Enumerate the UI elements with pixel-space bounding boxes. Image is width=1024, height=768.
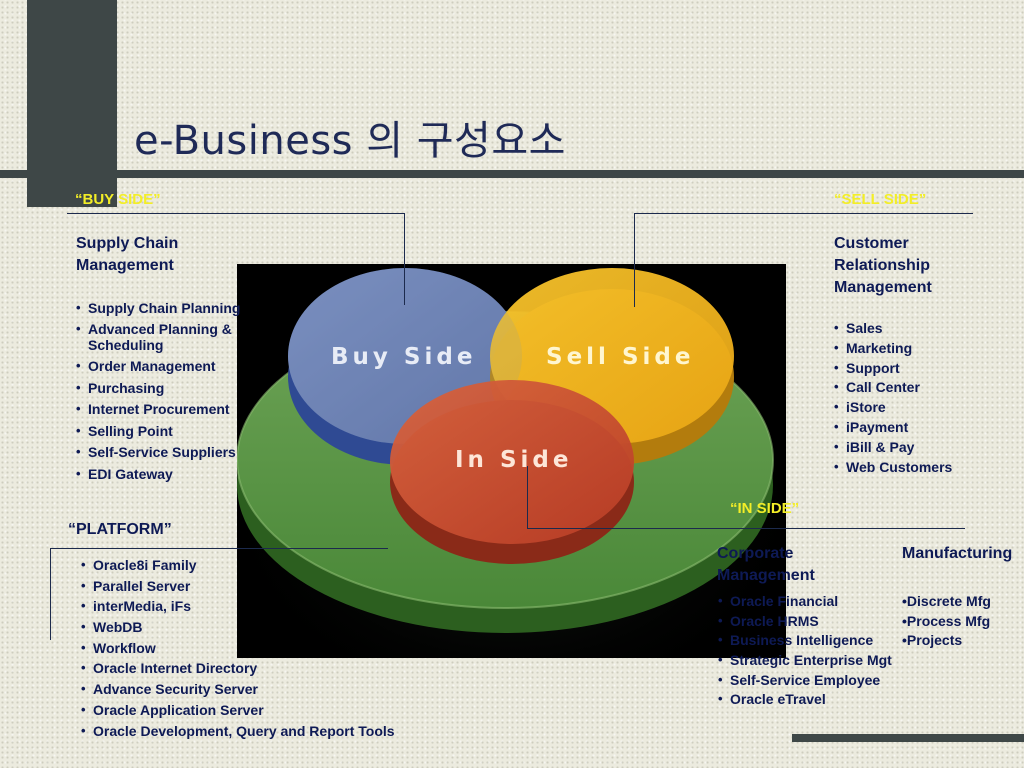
sell-side-label: “SELL SIDE” xyxy=(834,191,927,208)
buy-side-connector-h xyxy=(67,213,405,214)
list-item: Oracle HRMS xyxy=(718,613,948,629)
manufacturing-heading: Manufacturing xyxy=(902,545,1013,562)
list-item: Self-Service Employee xyxy=(718,672,948,688)
corporate-list: Oracle Financial Oracle HRMS Business In… xyxy=(718,593,948,707)
supply-chain-list: Supply Chain Planning Advanced Planning … xyxy=(76,300,254,482)
list-item: Workflow xyxy=(81,640,501,656)
crm-heading-line2: Relationship xyxy=(834,257,931,274)
manufacturing-list: •Discrete Mfg •Process Mfg •Projects xyxy=(902,592,1022,651)
list-item: EDI Gateway xyxy=(76,466,254,482)
crm-list: Sales Marketing Support Call Center iSto… xyxy=(834,320,1014,475)
corporate-section: Corporate Management xyxy=(717,543,897,587)
list-item: iPayment xyxy=(834,419,1014,435)
supply-chain-heading-line1: Supply Chain xyxy=(76,235,179,252)
list-item: iStore xyxy=(834,399,1014,415)
crm-section: Customer Relationship Management xyxy=(834,233,1014,299)
list-item: Strategic Enterprise Mgt xyxy=(718,652,948,668)
list-item: Support xyxy=(834,360,1014,376)
list-item: •Projects xyxy=(902,632,963,649)
list-item: Oracle Internet Directory xyxy=(81,660,501,676)
in-side-disc xyxy=(390,380,634,564)
list-item: Business Intelligence xyxy=(718,632,948,648)
crm-heading-line3: Management xyxy=(834,279,932,296)
list-item: Oracle Development, Query and Report Too… xyxy=(81,723,501,739)
list-item: Sales xyxy=(834,320,1014,336)
sell-side-diagram-label: Sell Side xyxy=(546,344,695,370)
buy-side-diagram-label: Buy Side xyxy=(331,344,477,370)
list-item: Self-Service Suppliers xyxy=(76,444,254,460)
corporate-heading-line1: Corporate xyxy=(717,545,794,562)
list-item: Order Management xyxy=(76,358,254,374)
supply-chain-heading-line2: Management xyxy=(76,257,174,274)
platform-label: “PLATFORM” xyxy=(68,521,172,538)
list-item: •Discrete Mfg xyxy=(902,593,991,609)
list-item: Internet Procurement xyxy=(76,401,254,417)
in-side-connector-v xyxy=(527,466,528,529)
in-side-connector-h xyxy=(527,528,965,529)
platform-list: Oracle8i Family Parallel Server interMed… xyxy=(81,557,501,739)
top-divider-bar xyxy=(0,170,1024,178)
crm-heading-line1: Customer xyxy=(834,235,909,252)
sell-side-connector-h xyxy=(634,213,973,214)
list-item: Web Customers xyxy=(834,459,1014,475)
sell-side-connector-v xyxy=(634,213,635,307)
list-item: Supply Chain Planning xyxy=(76,300,254,316)
list-item: Oracle Financial xyxy=(718,593,948,609)
buy-side-connector-v xyxy=(404,213,405,305)
supply-chain-section: Supply Chain Management xyxy=(76,233,266,277)
list-item: Advanced Planning & Scheduling xyxy=(76,321,254,353)
list-item: interMedia, iFs xyxy=(81,598,501,614)
corporate-heading-line2: Management xyxy=(717,567,815,584)
list-item: Purchasing xyxy=(76,380,254,396)
list-item: Marketing xyxy=(834,340,1014,356)
list-item: iBill & Pay xyxy=(834,439,1014,455)
list-item: WebDB xyxy=(81,619,501,635)
list-item: Oracle Application Server xyxy=(81,702,501,718)
list-item: Advance Security Server xyxy=(81,681,501,697)
list-item: Selling Point xyxy=(76,423,254,439)
list-item: Parallel Server xyxy=(81,578,501,594)
list-item: Call Center xyxy=(834,379,1014,395)
buy-side-label: “BUY SIDE” xyxy=(75,191,161,208)
in-side-diagram-label: In Side xyxy=(455,447,573,473)
platform-connector-h xyxy=(50,548,388,549)
list-item: •Process Mfg xyxy=(902,612,991,629)
platform-connector-v xyxy=(50,548,51,640)
list-item: Oracle eTravel xyxy=(718,691,948,707)
list-item: Oracle8i Family xyxy=(81,557,501,573)
in-side-label: “IN SIDE” xyxy=(730,500,800,517)
slide-title: e-Business 의 구성요소 xyxy=(134,118,566,164)
bottom-divider-bar xyxy=(792,734,1024,742)
